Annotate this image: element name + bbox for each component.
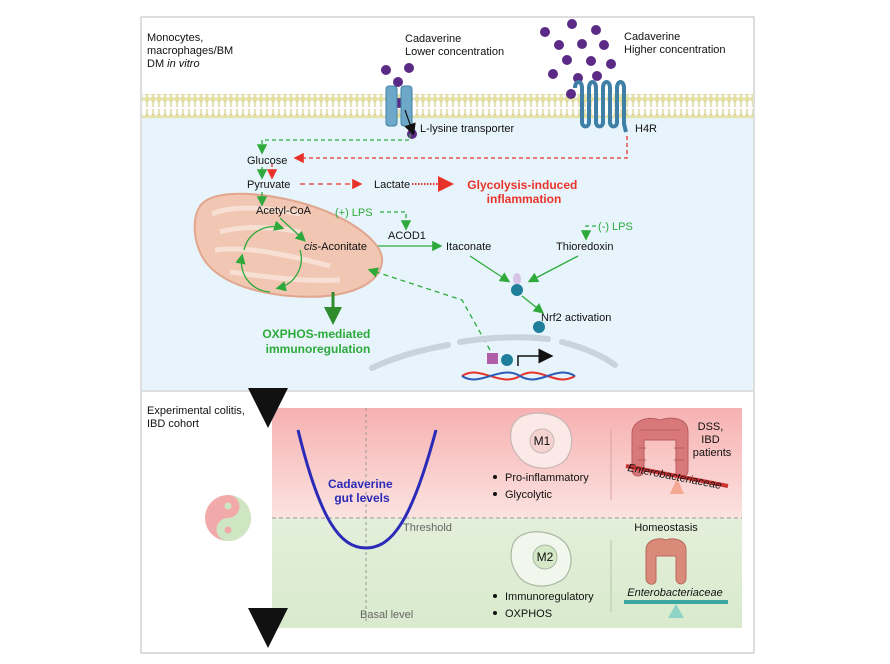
dna-to-cis-feedback-arrow bbox=[367, 267, 491, 351]
top-panel: Monocytes, macrophages/BM DM in vitro Ca… bbox=[142, 19, 753, 390]
dna-icon bbox=[461, 348, 576, 381]
thioredoxin-label: Thioredoxin bbox=[556, 241, 613, 253]
basal-label: Basal level bbox=[360, 609, 413, 621]
lactate-label: Lactate bbox=[374, 179, 410, 191]
m1-colon-icon bbox=[631, 417, 689, 478]
m1-bullet-1: Pro-inflammatory bbox=[505, 472, 589, 484]
cadaverine-curve bbox=[296, 429, 438, 550]
lps-plus-label: (+) LPS bbox=[335, 207, 373, 219]
bottom-panel: Experimental colitis, IBD cohort Thresho… bbox=[142, 388, 753, 648]
cis-aconitate-label: cis-Aconitate bbox=[304, 241, 367, 253]
yin-yang-icon bbox=[205, 495, 251, 541]
tca-cycle-arrows bbox=[235, 220, 302, 293]
cell-type-label: Monocytes, macrophages/BM DM in vitro bbox=[147, 32, 236, 70]
m2-zone bbox=[272, 518, 742, 628]
cadaverine-molecules-high bbox=[540, 19, 616, 99]
m1-label: M1 bbox=[534, 434, 551, 448]
h4r-label: H4R bbox=[635, 123, 657, 135]
keap1-nrf2-icon bbox=[511, 273, 545, 333]
cadaverine-high-label: Cadaverine Higher concentration bbox=[624, 31, 726, 56]
m2-balance-icon bbox=[624, 600, 728, 618]
m2-state-label: Homeostasis bbox=[634, 522, 698, 534]
glycolysis-inflammation-label: Glycolysis-induced inflammation bbox=[467, 178, 580, 206]
m2-bullet-2: OXPHOS bbox=[505, 608, 552, 620]
transporter-to-glucose-arrow bbox=[256, 134, 411, 155]
m2-macrophage-icon bbox=[510, 531, 572, 587]
acetylcoa-to-cis-arrow bbox=[279, 217, 306, 242]
pathway-arrows bbox=[256, 134, 628, 351]
threshold-label: Threshold bbox=[403, 522, 452, 534]
acetyl-coa-label: Acetyl-CoA bbox=[256, 205, 312, 217]
m1-seesaw-icon bbox=[625, 464, 729, 494]
lysine-transporter-icon bbox=[385, 85, 416, 136]
m2-bullet-1: Immunoregulatory bbox=[505, 591, 594, 603]
h4r-to-glucose-arrow bbox=[293, 136, 628, 164]
m1-bullet-2: Glycolytic bbox=[505, 489, 553, 501]
keap1-to-nrf2-arrow bbox=[521, 295, 545, 314]
cadaverine-low-label: Cadaverine Lower concentration bbox=[405, 33, 504, 58]
cohort-label: Experimental colitis, IBD cohort bbox=[147, 405, 248, 430]
lps-minus-to-thioredoxin-arrow bbox=[580, 225, 596, 241]
nucleus-envelope bbox=[369, 334, 618, 371]
m1-patients-label: DSS, IBD patients bbox=[693, 421, 732, 459]
m1-bullets: Pro-inflammatory Glycolytic bbox=[493, 472, 589, 501]
itaconate-to-keap1-arrow bbox=[469, 255, 511, 283]
thioredoxin-to-keap1-arrow bbox=[527, 255, 579, 283]
h4r-receptor-icon bbox=[573, 80, 628, 133]
cell-membrane bbox=[142, 94, 753, 118]
curve-label: Cadaverine gut levels bbox=[328, 477, 396, 505]
itaconate-label: Itaconate bbox=[446, 241, 491, 253]
m2-bacteria-label: Enterobacteriaceae bbox=[627, 587, 722, 599]
acod1-label: ACOD1 bbox=[388, 230, 426, 242]
m2-colon-icon bbox=[645, 538, 687, 585]
lps-minus-label: (-) LPS bbox=[598, 221, 633, 233]
m2-label: M2 bbox=[537, 550, 554, 564]
m1-macrophage-icon bbox=[510, 412, 573, 469]
lps-to-acod1-arrow bbox=[380, 211, 412, 231]
mitochondrion-icon bbox=[193, 192, 384, 298]
m2-bullets: Immunoregulatory OXPHOS bbox=[493, 591, 594, 620]
glucose-label: Glucose bbox=[247, 155, 287, 167]
oxphos-label: OXPHOS-mediated immunoregulation bbox=[262, 327, 373, 356]
pyruvate-label: Pyruvate bbox=[247, 179, 290, 191]
nrf2-label: Nrf2 activation bbox=[541, 312, 611, 324]
transporter-label: L-lysine transporter bbox=[420, 123, 514, 135]
